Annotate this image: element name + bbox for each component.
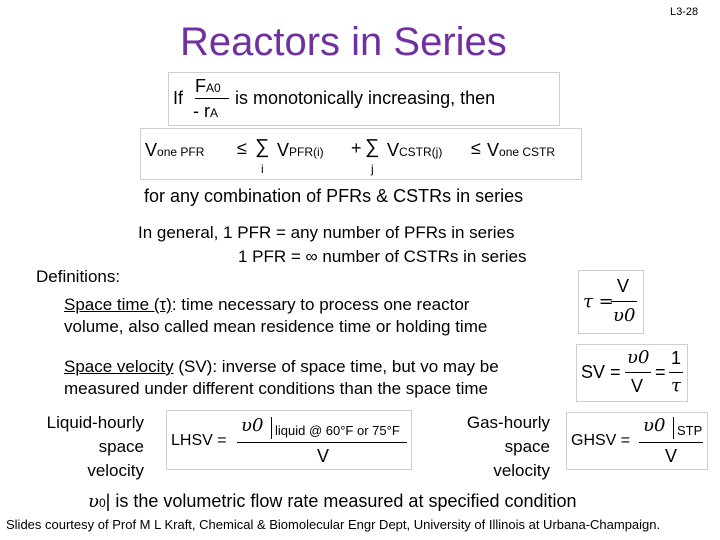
- condition-numerator: FA0: [195, 76, 221, 96]
- v-cstr: VCSTR(j): [387, 140, 443, 160]
- space-time-formula: τ = V υ0: [578, 270, 644, 334]
- slide-title: Reactors in Series: [180, 20, 507, 64]
- leq-symbol-1: ≤: [237, 138, 247, 158]
- space-velocity-line-1: Space velocity (SV): inverse of space ti…: [64, 357, 499, 376]
- condition-formula: If FA0 - rA is monotonically increasing,…: [168, 72, 560, 126]
- space-velocity-term: Space velocity: [64, 357, 174, 376]
- v-one-cstr: Vone CSTR: [487, 140, 556, 160]
- plus-symbol: +: [351, 138, 362, 158]
- condition-denominator: - rA: [193, 101, 219, 121]
- condition-prefix: If: [173, 88, 184, 108]
- definitions-heading: Definitions:: [36, 267, 121, 286]
- space-time-term: Space time (τ): [64, 295, 172, 314]
- leq-symbol-2: ≤: [471, 138, 481, 158]
- series-inequality: Vone PFR ≤ ∑ i VPFR(i) + ∑ j VCSTR(j) ≤ …: [140, 128, 582, 180]
- v0-note: υ0| is the volumetric flow rate measured…: [88, 491, 577, 512]
- space-time-line-2: volume, also called mean residence time …: [64, 317, 488, 336]
- liquid-hourly-label: Liquid-hourly space velocity: [46, 413, 144, 480]
- v-pfr: VPFR(i): [277, 140, 324, 160]
- sum-index-j: j: [371, 162, 374, 176]
- v-one-pfr: Vone PFR: [145, 140, 205, 160]
- space-velocity-formula: SV = υ0 V = 1 τ: [576, 344, 688, 402]
- lhsv-formula: LHSV = υ0 liquid @ 60°F or 75°F V: [166, 410, 412, 470]
- space-velocity-line-2: measured under different conditions than…: [64, 379, 489, 398]
- general-statement-2: 1 PFR = ∞ number of CSTRs in series: [238, 247, 527, 266]
- slide-number: L3-28: [670, 6, 699, 18]
- combination-text: for any combination of PFRs & CSTRs in s…: [144, 186, 524, 206]
- condition-suffix: is monotonically increasing, then: [235, 88, 496, 108]
- condition-fraction-bar: [195, 98, 229, 99]
- gas-hourly-label: Gas-hourly space velocity: [466, 413, 550, 480]
- general-statement-1: In general, 1 PFR = any number of PFRs i…: [138, 223, 515, 242]
- ghsv-formula: GHSV = υ0 STP V: [566, 412, 708, 470]
- v0-symbol: υ: [88, 491, 99, 512]
- footer-credit: Slides courtesy of Prof M L Kraft, Chemi…: [6, 517, 661, 532]
- sum-symbol-2: ∑: [365, 136, 380, 158]
- sum-index-i: i: [261, 162, 264, 176]
- space-time-line-1: Space time (τ): time necessary to proces…: [64, 295, 470, 314]
- sum-symbol-1: ∑: [255, 136, 270, 158]
